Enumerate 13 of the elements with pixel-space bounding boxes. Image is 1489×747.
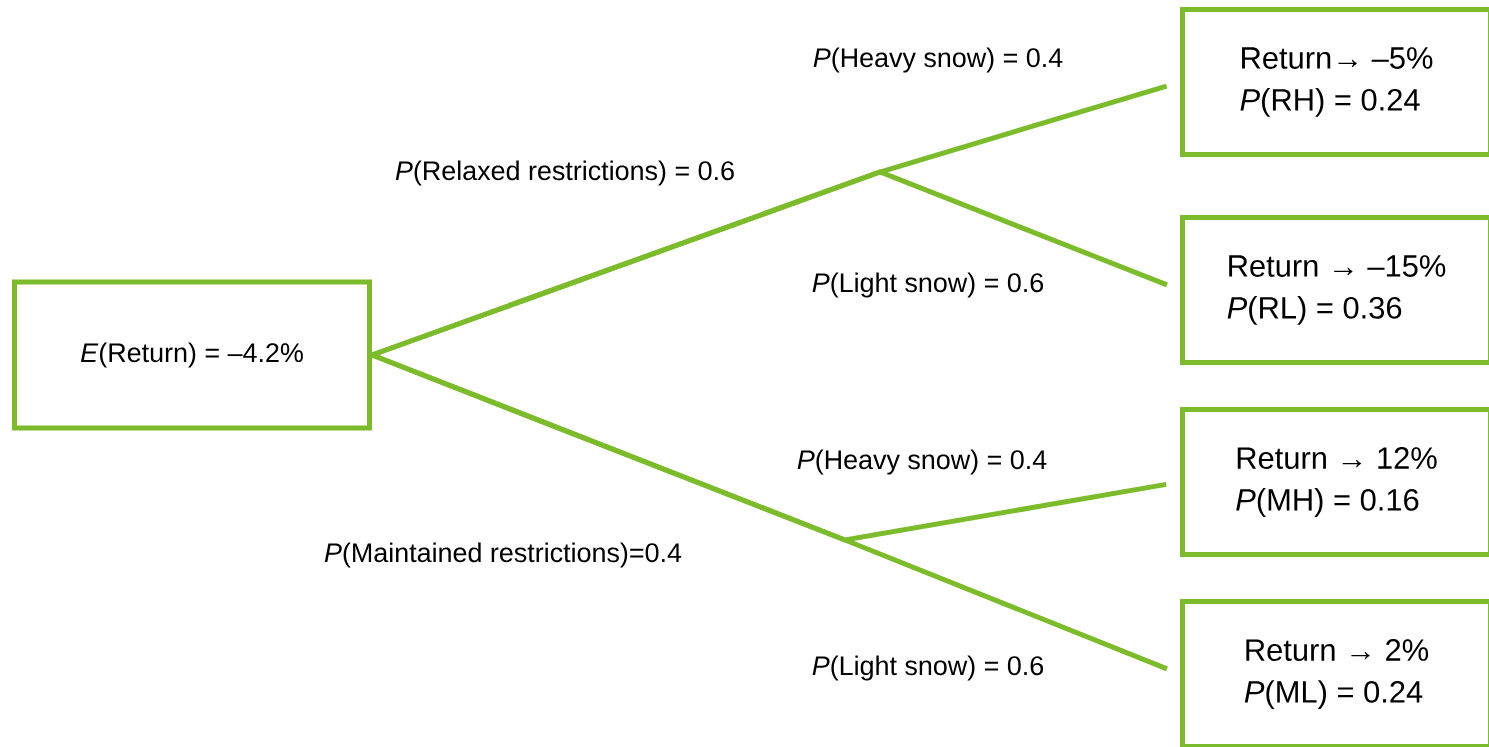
branch-line xyxy=(371,352,1168,672)
branch-label: P(Relaxed restrictions) = 0.6 xyxy=(392,158,738,188)
outcome-box: Return→ –5% P(RH) = 0.24 xyxy=(1180,7,1489,157)
edge-label: P(Light snow) = 0.6 xyxy=(809,270,1047,300)
branch-label: P(Maintained restrictions)=0.4 xyxy=(321,540,685,570)
edge-label: P(Light snow) = 0.6 xyxy=(809,653,1047,683)
branch-line xyxy=(371,169,1168,358)
edge-label: P(Heavy snow) = 0.4 xyxy=(794,447,1050,477)
outcome-box: Return → 12% P(MH) = 0.16 xyxy=(1180,407,1489,557)
edge-label: P(Heavy snow) = 0.4 xyxy=(810,45,1066,75)
outcome-box: Return → 2% P(ML) = 0.24 xyxy=(1180,599,1489,747)
outcome-box: E(Return) = –4.2% xyxy=(12,279,372,431)
outcome-box: Return → –15% P(RL) = 0.36 xyxy=(1180,215,1489,365)
